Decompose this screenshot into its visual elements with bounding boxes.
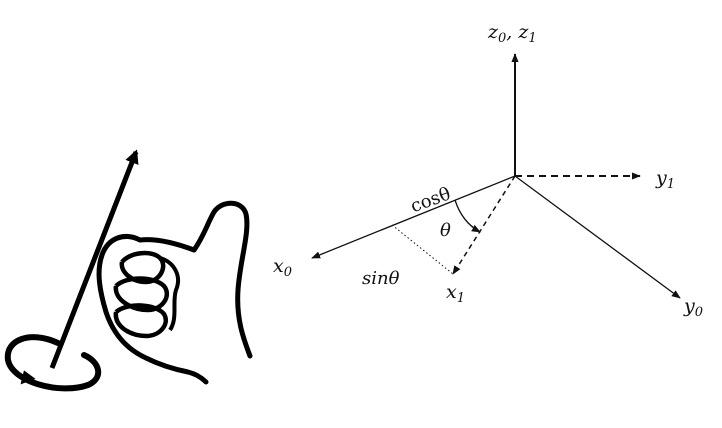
- coordinate-axes: [311, 53, 681, 299]
- x1-axis-label: x1: [446, 281, 465, 306]
- y0-axis-label: y0: [683, 295, 703, 320]
- x1-axis: [452, 175, 516, 275]
- y0-axis: [514, 175, 681, 299]
- finger-curl-3: [113, 303, 168, 339]
- y1-axis-label: y1: [655, 167, 675, 192]
- finger-curl-1: [119, 250, 166, 285]
- x0-axis: [311, 175, 516, 259]
- cos-theta-label: cosθ: [408, 183, 454, 217]
- sin-projection-line: [391, 224, 454, 275]
- axis-labels: z0, z1 y1 y0 x0 x1 cosθ sinθ θ: [273, 21, 703, 320]
- rotation-direction-arrow: [4, 334, 101, 392]
- thumb-axis-arrow: [49, 149, 139, 369]
- finger-curl-2: [113, 276, 170, 313]
- x0-axis-label: x0: [273, 255, 292, 280]
- theta-label: θ: [440, 220, 451, 241]
- right-hand-rule-illustration: [4, 149, 253, 392]
- knuckle-line: [159, 256, 180, 332]
- sin-theta-label: sinθ: [362, 268, 400, 289]
- theta-angle-arc: [454, 199, 481, 233]
- hand-outline: [96, 200, 253, 385]
- z-axis-label: z0, z1: [487, 21, 537, 46]
